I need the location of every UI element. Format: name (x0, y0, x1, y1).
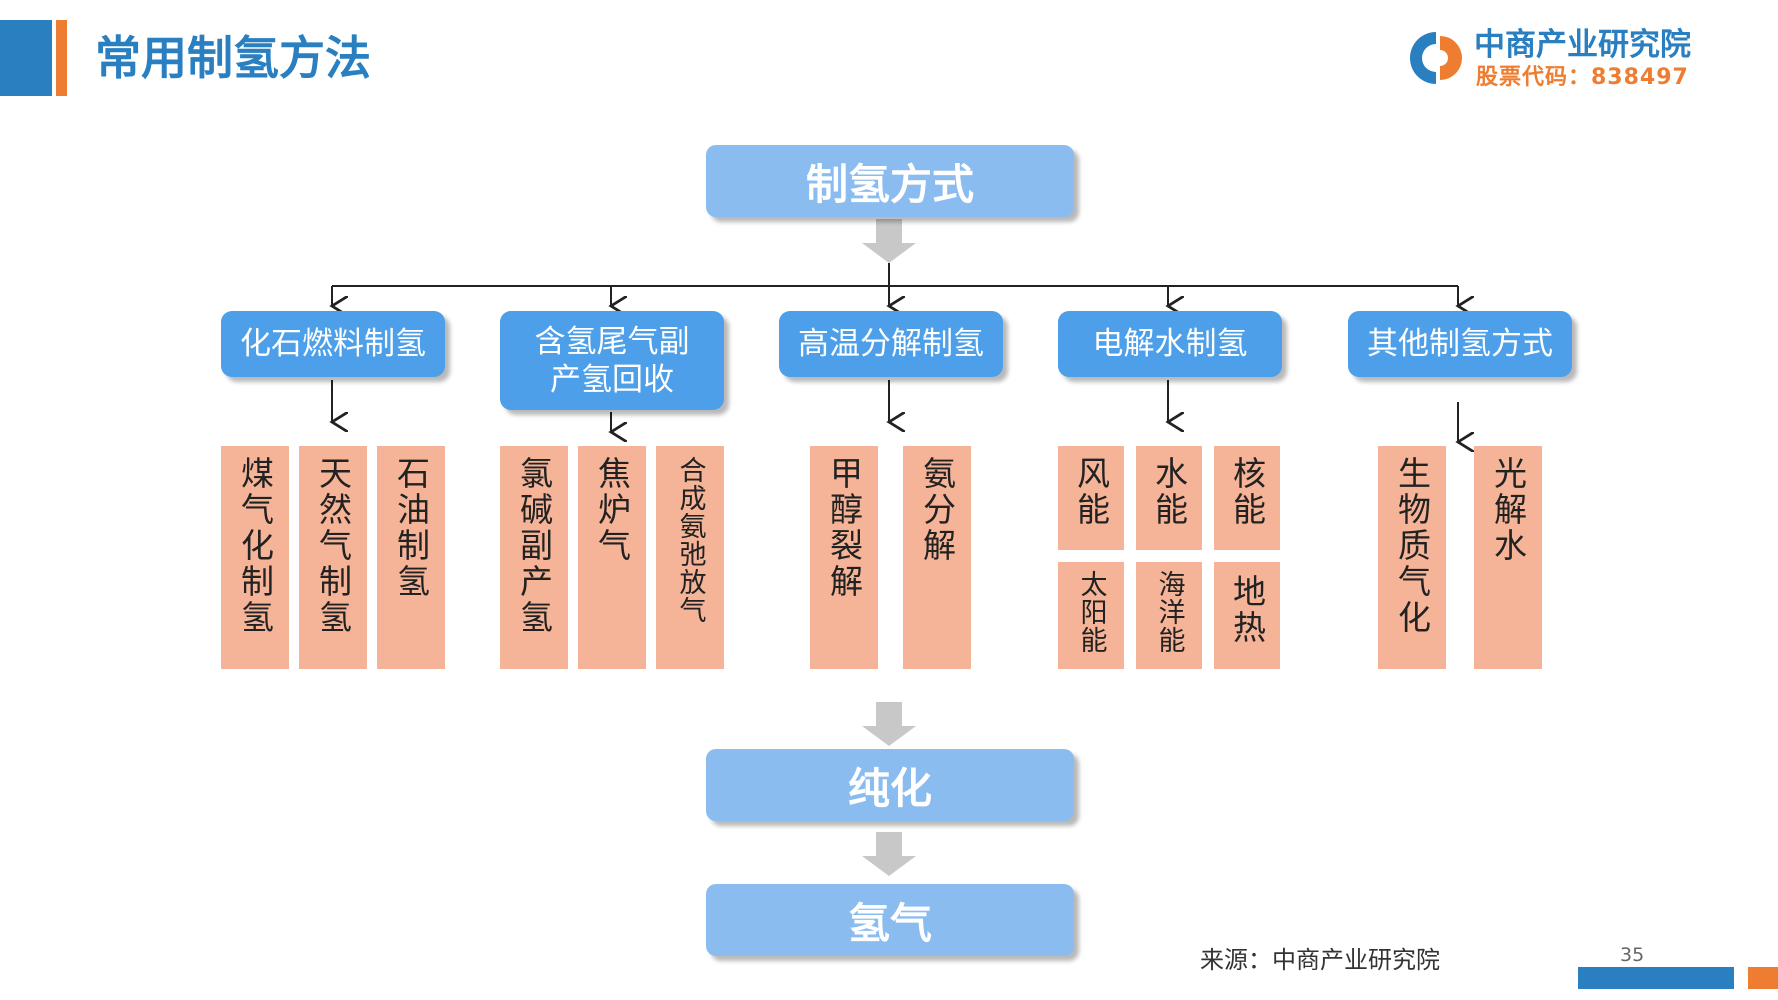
leaf-item: 合成氨弛放气 (656, 446, 724, 669)
header-accent-bar-blue (0, 20, 52, 96)
leaf-item: 光解水 (1474, 446, 1542, 669)
root-box: 制氢方式 (706, 145, 1074, 217)
category-tail-gas-recovery: 含氢尾气副 产氢回收 (500, 311, 724, 410)
footer-accent-bar-blue (1578, 967, 1734, 989)
leaf-item: 水能 (1136, 446, 1202, 550)
gray-down-arrow-icon (862, 832, 916, 876)
leaf-item: 焦炉气 (578, 446, 646, 669)
hydrogen-result-box: 氢气 (706, 884, 1074, 956)
source-note: 来源：中商产业研究院 (1200, 946, 1440, 974)
gray-down-arrow-icon (862, 702, 916, 746)
page-number: 35 (1620, 944, 1645, 966)
leaf-item: 煤气化制氢 (221, 446, 289, 669)
logo-company-name: 中商产业研究院 (1474, 27, 1691, 63)
gray-down-arrow-icon (862, 219, 916, 263)
leaf-item: 石油制氢 (377, 446, 445, 669)
leaf-item: 生物质气化 (1378, 446, 1446, 669)
leaf-item: 核能 (1214, 446, 1280, 550)
leaf-item: 风能 (1058, 446, 1124, 550)
company-logo-icon (1410, 32, 1462, 84)
logo-stock-code: 股票代码：838497 (1476, 65, 1689, 90)
leaf-item: 氨分解 (903, 446, 971, 669)
category-thermal-decomposition: 高温分解制氢 (779, 311, 1003, 377)
footer-accent-bar-orange (1748, 967, 1778, 989)
category-water-electrolysis: 电解水制氢 (1058, 311, 1282, 377)
leaf-item: 氯碱副产氢 (500, 446, 568, 669)
leaf-item: 地热 (1214, 562, 1280, 669)
purification-box: 纯化 (706, 749, 1074, 821)
leaf-item: 太阳能 (1058, 562, 1124, 669)
category-fossil-fuel: 化石燃料制氢 (221, 311, 445, 377)
leaf-item: 海洋能 (1136, 562, 1202, 669)
leaf-item: 天然气制氢 (299, 446, 367, 669)
page-title: 常用制氢方法 (95, 31, 371, 85)
leaf-item: 甲醇裂解 (810, 446, 878, 669)
header-accent-bar-orange (56, 20, 67, 96)
category-other-methods: 其他制氢方式 (1348, 311, 1572, 377)
